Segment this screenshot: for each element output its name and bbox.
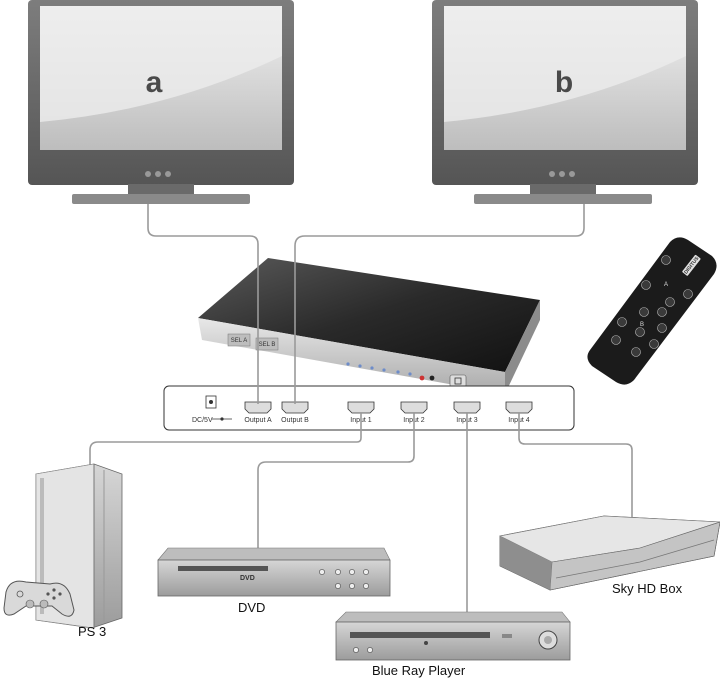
remote-logo bbox=[682, 254, 701, 276]
cable-input-4-to-skyhd bbox=[518, 413, 633, 520]
remote-button[interactable] bbox=[639, 307, 649, 317]
port-output-b: Output B bbox=[281, 401, 309, 424]
switch-top-surface bbox=[198, 258, 540, 372]
cable-monitor-a-to-output-a bbox=[147, 204, 259, 404]
monitor-a-led-icon bbox=[145, 171, 151, 177]
back-panel: DC/5V Output A Output B Input 1 Input 2 … bbox=[163, 385, 575, 431]
sel-b-label: SEL B bbox=[259, 342, 276, 348]
remote-button[interactable] bbox=[657, 323, 667, 333]
ps3-console: PS 3 bbox=[3, 463, 123, 639]
remote-body bbox=[587, 237, 717, 385]
dvd-button[interactable] bbox=[319, 569, 325, 575]
monitor-a-label: a bbox=[146, 66, 163, 99]
remote-button[interactable] bbox=[635, 327, 645, 337]
bluray-button[interactable] bbox=[367, 647, 373, 653]
hdmi-switch-unit: SEL A SEL B bbox=[198, 258, 540, 394]
sel-b-button[interactable] bbox=[255, 337, 279, 351]
monitor-b-neck bbox=[530, 184, 596, 196]
dvd-logo: DVD bbox=[240, 575, 255, 582]
port-output-a-label: Output A bbox=[244, 417, 272, 424]
dvd-button[interactable] bbox=[349, 569, 355, 575]
dvd-button[interactable] bbox=[335, 569, 341, 575]
monitor-b-base bbox=[474, 194, 652, 204]
monitor-b-label: b bbox=[555, 66, 573, 99]
led-indicator-icon bbox=[346, 362, 350, 366]
ps3-controller bbox=[3, 580, 75, 617]
dvd-player: DVD DVD bbox=[157, 547, 391, 615]
gamepad-icon bbox=[3, 580, 75, 617]
monitor-a-base bbox=[72, 194, 250, 204]
remote-button[interactable] bbox=[611, 335, 621, 345]
ir-sensor-icon bbox=[419, 375, 425, 381]
bluray-player: Blue Ray Player bbox=[335, 611, 571, 678]
remote-button[interactable] bbox=[641, 280, 651, 290]
remote-mark-a: A bbox=[664, 282, 668, 288]
remote-button[interactable] bbox=[683, 289, 693, 299]
cable-monitor-b-to-output-b bbox=[294, 204, 585, 404]
dvd-label: DVD bbox=[238, 600, 265, 615]
remote-button[interactable] bbox=[649, 339, 659, 349]
bluray-button[interactable] bbox=[353, 647, 359, 653]
remote-button[interactable] bbox=[631, 347, 641, 357]
monitor-a-neck bbox=[128, 184, 194, 196]
dvd-button[interactable] bbox=[363, 569, 369, 575]
power-icon bbox=[454, 377, 462, 385]
dc-power-label: DC/5V bbox=[192, 417, 213, 424]
monitor-b: b bbox=[432, 0, 698, 204]
bluray-logo-icon bbox=[424, 641, 428, 645]
bluray-label: Blue Ray Player bbox=[372, 663, 466, 678]
monitor-b-led-icon bbox=[549, 171, 555, 177]
remote-button[interactable] bbox=[661, 255, 671, 265]
ps3-label: PS 3 bbox=[78, 624, 106, 639]
sel-a-label: SEL A bbox=[231, 338, 247, 344]
dvd-button[interactable] bbox=[349, 583, 355, 589]
remote-control: DIGITUS A B bbox=[587, 237, 717, 385]
bluray-disc-tray bbox=[350, 632, 490, 638]
skyhd-label: Sky HD Box bbox=[612, 581, 683, 596]
switch-front-panel bbox=[198, 318, 505, 394]
remote-mark-b: B bbox=[640, 322, 644, 328]
cable-input-1-to-ps3 bbox=[89, 413, 362, 472]
remote-button[interactable] bbox=[617, 317, 627, 327]
dvd-button[interactable] bbox=[335, 583, 341, 589]
cable-input-2-to-dvd bbox=[257, 413, 415, 548]
power-button[interactable] bbox=[449, 374, 467, 388]
bluray-body bbox=[335, 621, 571, 661]
dvd-button[interactable] bbox=[363, 583, 369, 589]
dvd-disc-tray bbox=[178, 566, 268, 571]
dvd-body bbox=[157, 559, 391, 597]
remote-button[interactable] bbox=[657, 307, 667, 317]
cables bbox=[89, 204, 633, 612]
sel-a-button[interactable] bbox=[227, 333, 251, 347]
remote-button[interactable] bbox=[665, 297, 675, 307]
port-output-b-label: Output B bbox=[281, 417, 309, 424]
monitor-a: a bbox=[28, 0, 294, 204]
port-output-a: Output A bbox=[244, 401, 272, 424]
sky-hd-box: Sky HD Box bbox=[499, 515, 720, 596]
